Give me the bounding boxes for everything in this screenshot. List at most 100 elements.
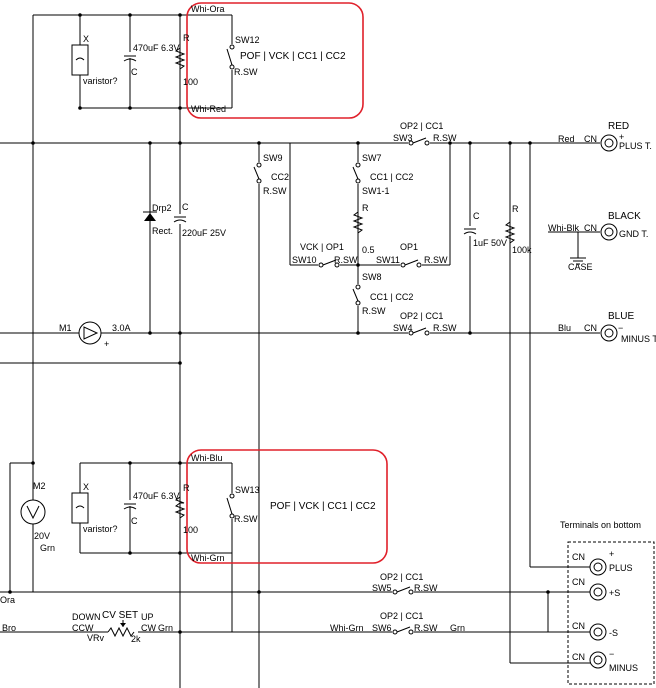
cn-minus: CN bbox=[572, 652, 585, 662]
sw8-label: SW8 bbox=[362, 272, 382, 282]
cn-plus: CN bbox=[572, 552, 585, 562]
sw5-rsw: R.SW bbox=[414, 583, 438, 593]
sw4-label: SW4 bbox=[393, 323, 413, 333]
sw11-label: SW11 bbox=[376, 255, 400, 265]
switch-sw4 bbox=[408, 327, 430, 336]
terminal-plus-s bbox=[589, 583, 607, 601]
sw4-modes: OP2 | CC1 bbox=[400, 311, 444, 321]
terminals-box bbox=[567, 541, 655, 685]
vr-cw: CW bbox=[141, 623, 156, 633]
sw1-1-label: SW1-1 bbox=[362, 186, 390, 196]
wire-grn-lower: Grn bbox=[450, 623, 466, 633]
label-terminal-plus-s: +S bbox=[609, 588, 621, 598]
c1u-value: 1uF 50V bbox=[473, 238, 508, 248]
varistor-top-x: X bbox=[83, 34, 90, 44]
ammeter-m1 bbox=[78, 321, 102, 345]
cn-blue: CN bbox=[584, 323, 597, 333]
voltmeter-m2 bbox=[20, 499, 46, 525]
wire-whi-grn: Whi-Grn bbox=[191, 553, 225, 563]
res-bottom-value: 100 bbox=[183, 525, 199, 535]
c220-value: 220uF 25V bbox=[182, 228, 227, 238]
varistor-bottom-label: varistor? bbox=[83, 524, 118, 534]
resistor-100k bbox=[504, 221, 516, 244]
highlight-top bbox=[186, 2, 364, 119]
switch-sw3 bbox=[408, 137, 430, 146]
cap-top-value: 470uF 6.3V bbox=[133, 43, 180, 53]
plus-sign: + bbox=[609, 549, 615, 559]
m1-label: M1 bbox=[59, 323, 72, 333]
sw10-rsw: R.SW bbox=[334, 255, 358, 265]
switch-sw7 bbox=[352, 162, 362, 184]
sw3-rsw: R.SW bbox=[433, 133, 457, 143]
resistor-top bbox=[174, 47, 186, 70]
varistor-top-label: varistor? bbox=[83, 76, 118, 86]
vr-ccw: CCW bbox=[72, 623, 94, 633]
wire-red: Red bbox=[558, 134, 575, 144]
sw9-label: SW9 bbox=[263, 153, 283, 163]
blue-minus: − bbox=[618, 323, 624, 333]
terminal-red bbox=[600, 134, 618, 152]
cn-minus-s: CN bbox=[572, 621, 585, 631]
sw13-rsw: R.SW bbox=[234, 514, 258, 524]
label-red: RED bbox=[608, 121, 630, 132]
minus-sign: − bbox=[609, 649, 615, 659]
terminal-plus bbox=[589, 558, 607, 576]
switch-sw10 bbox=[318, 259, 340, 268]
red-plus: + bbox=[619, 132, 625, 142]
switch-sw5 bbox=[392, 586, 414, 595]
vr-label: VRv bbox=[87, 633, 105, 643]
highlight-bottom bbox=[186, 449, 388, 564]
label-minus-t: MINUS T. bbox=[621, 334, 656, 344]
m2-wire: Grn bbox=[40, 543, 56, 553]
m2-value: 20V bbox=[34, 531, 51, 541]
cap-top-c: C bbox=[131, 67, 138, 77]
capacitor-1uf bbox=[463, 226, 477, 236]
r100k-r: R bbox=[512, 204, 519, 214]
res-top-r: R bbox=[183, 33, 190, 43]
varistor-bottom bbox=[71, 492, 89, 524]
terminal-blue bbox=[600, 324, 618, 342]
terminals-title: Terminals on bottom bbox=[560, 520, 642, 530]
rect-label: Rect. bbox=[152, 226, 174, 236]
vr-value: 2k bbox=[131, 634, 141, 644]
sw9-cc2: CC2 bbox=[271, 172, 290, 182]
sw12-rsw: R.SW bbox=[234, 67, 258, 77]
sw8-modes: CC1 | CC2 bbox=[370, 292, 414, 302]
sw8-rsw: R.SW bbox=[362, 306, 386, 316]
capacitor-bottom bbox=[123, 500, 137, 510]
vr-cv-set: CV SET bbox=[102, 610, 139, 621]
terminal-minus bbox=[589, 651, 607, 669]
capacitor-220uf bbox=[173, 214, 187, 224]
sw10-label: SW10 bbox=[292, 255, 317, 265]
label-terminal-minus-s: -S bbox=[609, 628, 618, 638]
switch-sw6 bbox=[392, 626, 414, 635]
wire-whi-red: Whi-Red bbox=[191, 104, 227, 114]
cap-bottom-c: C bbox=[131, 516, 138, 526]
diode-drp2 bbox=[143, 211, 157, 221]
sw3-modes: OP2 | CC1 bbox=[400, 121, 444, 131]
cn-red: CN bbox=[584, 134, 597, 144]
sw5-label: SW5 bbox=[372, 583, 392, 593]
m1-value: 3.0A bbox=[112, 323, 131, 333]
sw3-label: SW3 bbox=[393, 133, 413, 143]
sw5-modes: OP2 | CC1 bbox=[380, 572, 424, 582]
switch-sw8 bbox=[352, 284, 362, 306]
sw11-op1: OP1 bbox=[400, 242, 419, 252]
switch-sw9 bbox=[253, 162, 263, 184]
r05-value: 0.5 bbox=[362, 245, 375, 255]
sw10-modes: VCK | OP1 bbox=[300, 242, 344, 252]
label-plus-t: PLUS T. bbox=[619, 141, 652, 151]
switch-sw12 bbox=[226, 44, 236, 70]
res-bottom-r: R bbox=[183, 483, 190, 493]
sw12-modes: POF | VCK | CC1 | CC2 bbox=[240, 51, 346, 62]
wires bbox=[0, 14, 600, 688]
sw12-label: SW12 bbox=[235, 35, 260, 45]
r100k-value: 100k bbox=[512, 245, 532, 255]
sw6-label: SW6 bbox=[372, 623, 392, 633]
wire-blu: Blu bbox=[558, 323, 572, 333]
varistor-top bbox=[71, 44, 89, 76]
junction-dots bbox=[8, 13, 550, 634]
wire-grn: Grn bbox=[158, 623, 174, 633]
